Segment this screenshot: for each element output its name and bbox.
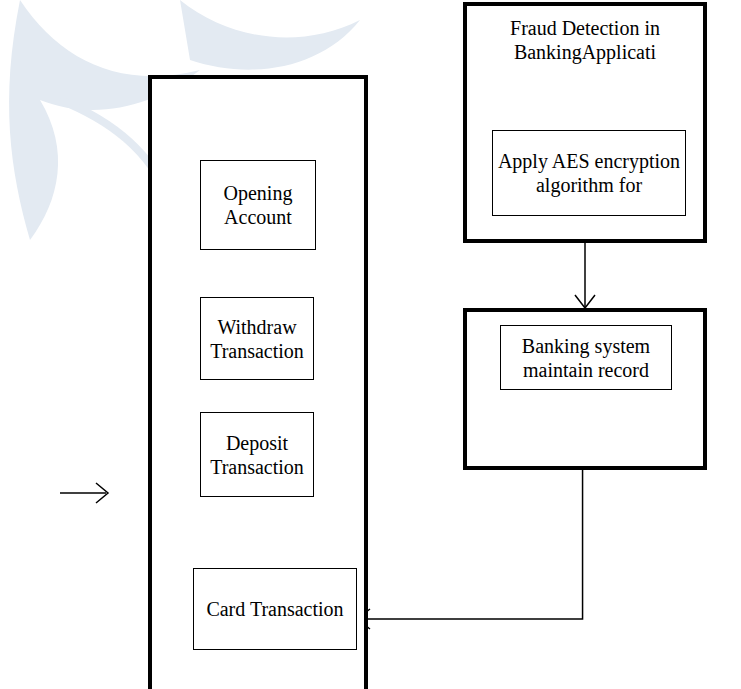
arrow-head — [575, 295, 595, 308]
system-box: Fraud Detection in BankingApplicatiApply… — [463, 2, 707, 243]
process-box: Deposit Transaction — [200, 412, 314, 497]
connector-line — [357, 470, 583, 619]
leaf-watermark — [180, 0, 360, 70]
box-label: Withdraw Transaction — [201, 313, 313, 365]
system-box: Banking system maintain record — [463, 308, 707, 470]
box-heading: Fraud Detection in BankingApplicati — [467, 6, 703, 64]
process-box: Apply AES encryption algorithm for — [492, 130, 686, 216]
box-label: Deposit Transaction — [201, 429, 313, 481]
process-box: Withdraw Transaction — [200, 297, 314, 380]
box-label: Apply AES encryption algorithm for — [493, 147, 685, 199]
process-box: Card Transaction — [193, 568, 357, 650]
connector — [357, 470, 583, 629]
input-arrow-head — [96, 483, 108, 503]
box-label: Banking system maintain record — [501, 332, 671, 384]
transaction-panel: Opening AccountWithdraw TransactionDepos… — [148, 75, 368, 689]
input-arrow — [60, 492, 106, 494]
connector-line — [584, 243, 586, 308]
process-box: Banking system maintain record — [500, 325, 672, 390]
connector — [575, 243, 595, 308]
process-box: Opening Account — [200, 160, 316, 250]
box-label: Opening Account — [201, 179, 315, 231]
box-label: Card Transaction — [202, 595, 347, 623]
